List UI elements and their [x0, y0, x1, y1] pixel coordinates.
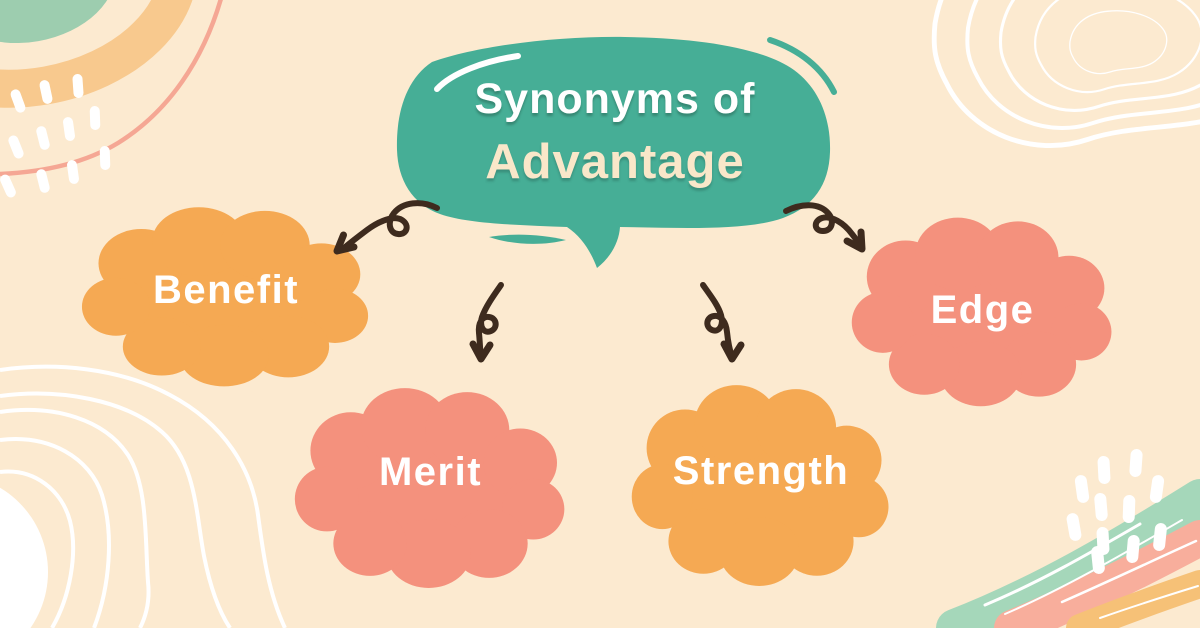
bubble-underline-swoosh	[489, 234, 566, 244]
brush-streak	[1060, 539, 1198, 604]
brush-streak	[1099, 585, 1199, 619]
arrows	[333, 200, 866, 363]
paint-dash	[72, 74, 84, 98]
cloud-label-benefit: Benefit	[152, 268, 300, 312]
arrow-to-benefit	[341, 200, 440, 251]
arrow-to-edge	[783, 202, 864, 250]
paint-dash	[10, 89, 26, 113]
pink-arc-line	[0, 0, 223, 177]
brush-stroke-green	[936, 479, 1200, 628]
contour-lines-bottom-left	[0, 364, 287, 628]
paint-dash-group-top-left	[0, 74, 111, 198]
paint-dash	[36, 126, 50, 150]
bubble-title: Synonyms of Advantage	[400, 78, 830, 187]
sage-ellipse	[0, 0, 116, 44]
contour-line	[1034, 0, 1200, 94]
contour-line	[0, 391, 232, 628]
cloud-label-strength: Strength	[672, 448, 850, 493]
bubble-accent-crescent	[767, 37, 837, 95]
arrowhead-edge	[843, 228, 866, 253]
speech-bubble-body	[396, 36, 831, 269]
contour-line	[0, 437, 111, 628]
paint-dash	[1126, 535, 1140, 563]
arrowhead-benefit	[333, 231, 358, 255]
paint-dash	[1122, 495, 1136, 523]
paint-dash	[1074, 475, 1090, 503]
contour-line	[0, 364, 287, 628]
brush-streak	[983, 522, 1142, 607]
paint-dash	[1097, 456, 1111, 484]
paint-dash	[89, 106, 101, 130]
arrowhead-merit	[469, 340, 494, 363]
paint-dash	[8, 135, 24, 159]
title-line-1: Synonyms of	[474, 75, 756, 123]
contour-line	[0, 469, 76, 628]
paint-dash	[1149, 475, 1165, 503]
paint-dash	[63, 117, 75, 141]
paint-dash	[1153, 523, 1167, 551]
paint-dash	[1066, 513, 1082, 541]
cloud-label-edge: Edge	[930, 288, 1035, 332]
paint-dash	[1129, 449, 1143, 477]
arrow-to-merit	[475, 282, 504, 360]
speech-bubble	[396, 36, 837, 269]
cloud-label-merit: Merit	[378, 450, 483, 494]
paint-dash	[99, 146, 111, 170]
contour-lines-top-right	[934, 0, 1200, 146]
corner-arcs-top-left	[0, 0, 223, 177]
paint-dash	[0, 174, 16, 198]
paint-dash	[36, 169, 50, 193]
paint-dash	[1094, 493, 1108, 521]
title-line-2: Advantage	[485, 135, 745, 189]
contour-line	[0, 407, 151, 628]
contour-line	[1069, 10, 1168, 75]
arrowhead-strength	[720, 340, 745, 363]
paint-dash	[39, 80, 53, 104]
paint-dash-group-bottom-right	[1066, 449, 1167, 574]
arrow-to-strength	[700, 282, 735, 360]
paint-dash	[1091, 546, 1105, 574]
contour-line	[998, 0, 1200, 112]
paint-dash	[67, 160, 79, 184]
white-blob	[0, 487, 48, 628]
bubble-highlight-swoosh	[434, 53, 521, 92]
